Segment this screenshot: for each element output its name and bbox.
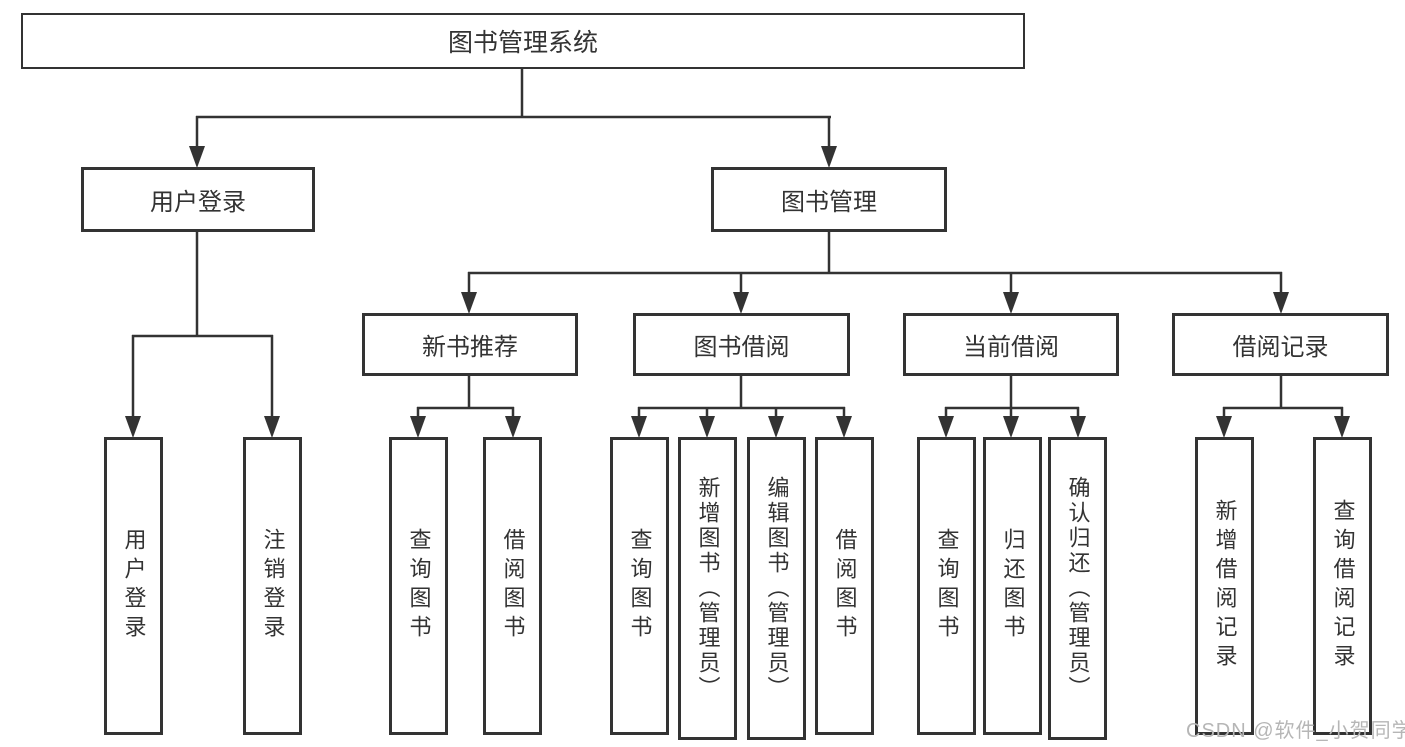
connector-current-borrow-branch bbox=[938, 375, 1086, 438]
leaf-label: 借阅图书 bbox=[832, 528, 858, 644]
node-current-borrow: 当前借阅 bbox=[903, 313, 1119, 376]
leaf-borrow-books-1: 借阅图书 bbox=[483, 437, 542, 735]
node-borrow-records: 借阅记录 bbox=[1172, 313, 1389, 376]
leaf-confirm-return-admin: 确认归还（管理员） bbox=[1048, 437, 1107, 740]
leaf-label: 用户登录 bbox=[121, 528, 147, 644]
node-book-borrow: 图书借阅 bbox=[633, 313, 850, 376]
node-root-library-system: 图书管理系统 bbox=[21, 13, 1025, 69]
connector-root-branch bbox=[189, 68, 837, 168]
leaf-borrow-books-2: 借阅图书 bbox=[815, 437, 874, 735]
csdn-watermark: CSDN @软件_小贺同学 bbox=[1186, 720, 1405, 742]
leaf-label: 新增借阅记录 bbox=[1212, 499, 1238, 673]
leaf-label: 新增图书（管理员） bbox=[695, 476, 721, 701]
node-new-book-recommend: 新书推荐 bbox=[362, 313, 578, 376]
connector-borrow-records-branch bbox=[1216, 375, 1350, 438]
leaf-query-borrow-record: 查询借阅记录 bbox=[1313, 437, 1372, 735]
connector-new-book-recommend-branch bbox=[410, 375, 521, 438]
connector-user-login-branch bbox=[125, 232, 280, 438]
leaf-edit-book-admin: 编辑图书（管理员） bbox=[747, 437, 806, 740]
leaf-return-book: 归还图书 bbox=[983, 437, 1042, 735]
connector-book-management-branch bbox=[461, 232, 1289, 314]
leaf-label: 编辑图书（管理员） bbox=[764, 476, 790, 701]
leaf-label: 查询图书 bbox=[934, 528, 960, 644]
node-user-login: 用户登录 bbox=[81, 167, 315, 232]
leaf-label: 注销登录 bbox=[260, 528, 286, 644]
leaf-add-book-admin: 新增图书（管理员） bbox=[678, 437, 737, 740]
connector-book-borrow-branch bbox=[631, 375, 852, 438]
leaf-add-borrow-record: 新增借阅记录 bbox=[1195, 437, 1254, 735]
leaf-query-books-2: 查询图书 bbox=[610, 437, 669, 735]
leaf-label: 归还图书 bbox=[1000, 528, 1026, 644]
leaf-label: 确认归还（管理员） bbox=[1065, 476, 1091, 701]
leaf-logout: 注销登录 bbox=[243, 437, 302, 735]
leaf-label: 查询图书 bbox=[406, 528, 432, 644]
leaf-label: 查询借阅记录 bbox=[1330, 499, 1356, 673]
leaf-user-login: 用户登录 bbox=[104, 437, 163, 735]
node-book-management: 图书管理 bbox=[711, 167, 947, 232]
leaf-query-books-1: 查询图书 bbox=[389, 437, 448, 735]
leaf-query-books-3: 查询图书 bbox=[917, 437, 976, 735]
leaf-label: 借阅图书 bbox=[500, 528, 526, 644]
leaf-label: 查询图书 bbox=[627, 528, 653, 644]
